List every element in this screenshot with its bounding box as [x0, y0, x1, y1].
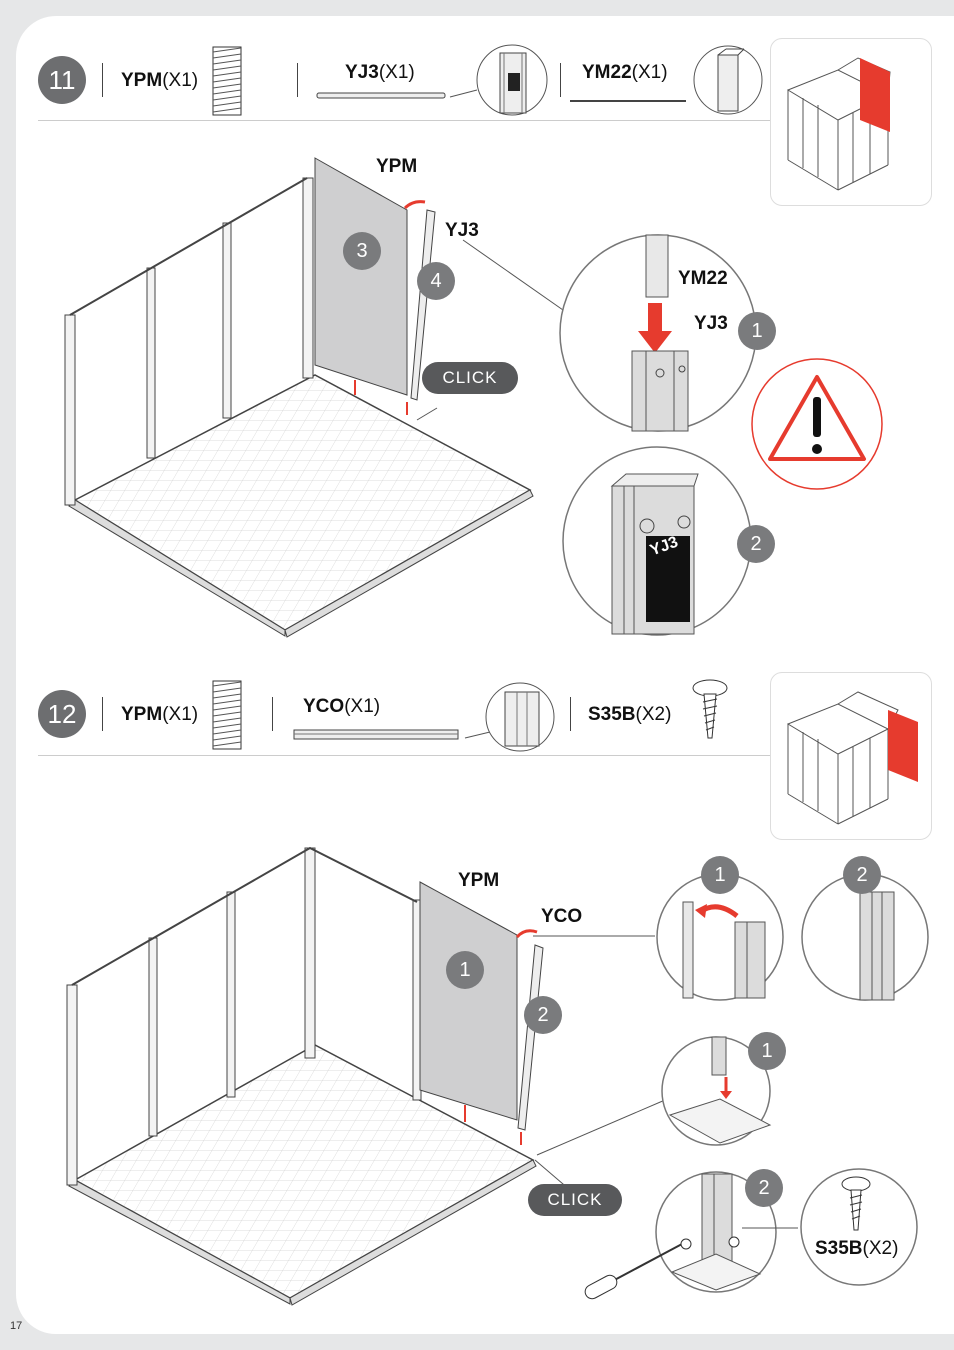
step-badge: 4: [417, 262, 455, 300]
greenhouse-thumbnail: [770, 38, 932, 206]
detail-circle-slide-panel: [656, 873, 784, 1001]
greenhouse-thumbnail-drawing: [786, 691, 918, 825]
highlighted-panel: [888, 710, 918, 782]
step-badge: 3: [343, 232, 381, 270]
page-number: 17: [10, 1320, 23, 1332]
callout-ypm: YPM: [458, 870, 500, 891]
callout-yj3: YJ3: [445, 220, 479, 241]
part-label-ypm: YPM(X1): [121, 704, 199, 725]
step-number-12: 12: [38, 690, 86, 738]
divider: [570, 697, 571, 731]
step12-floor-drawing: [66, 846, 666, 1306]
detail-circle-post-into-base: [661, 1036, 772, 1146]
callout-yj3-detail: YJ3: [694, 313, 728, 334]
ym22-profile-detail-icon: [693, 45, 763, 115]
step11-floor-drawing: [64, 157, 564, 638]
callout-yco: YCO: [541, 906, 583, 927]
divider: [272, 697, 273, 731]
detail-badge: 2: [843, 856, 881, 894]
divider: [38, 755, 773, 756]
screw-icon: [692, 679, 728, 739]
detail-badge: 2: [745, 1169, 783, 1207]
panel-part-icon: [212, 46, 242, 116]
ym22-part-icon: [570, 100, 686, 102]
panel-part-icon: [212, 680, 242, 750]
divider: [560, 63, 561, 97]
yco-post-icon: [293, 729, 459, 740]
warning-icon: [751, 358, 883, 490]
detail-badge: 1: [701, 856, 739, 894]
part-label-yj3: YJ3(X1): [345, 62, 415, 83]
detail-circle-panel-seated: [801, 873, 929, 1001]
detail-circle-ym22-into-yj3: [559, 234, 757, 432]
yj3-profile-detail-icon: [449, 44, 548, 116]
part-label-ypm: YPM(X1): [121, 70, 199, 91]
divider: [38, 120, 773, 121]
screw-label-s35b: S35B(X2): [815, 1238, 899, 1259]
yj3-post-icon: [316, 92, 446, 99]
divider: [102, 63, 103, 97]
detail-circle-screw-fixing: [584, 1171, 798, 1300]
highlighted-panel: [860, 58, 890, 132]
click-label: CLICK: [528, 1184, 622, 1216]
callout-ypm: YPM: [376, 156, 418, 177]
yco-profile-detail-icon: [464, 682, 555, 752]
detail-circle-yj3-sticker: [562, 446, 752, 636]
click-label: CLICK: [422, 362, 518, 394]
callout-ym22: YM22: [678, 268, 728, 289]
detail-badge: 1: [748, 1032, 786, 1070]
step-badge: 2: [524, 996, 562, 1034]
greenhouse-thumbnail-drawing: [786, 57, 891, 191]
detail-badge: 2: [737, 525, 775, 563]
detail-badge: 1: [738, 312, 776, 350]
divider: [297, 63, 298, 97]
part-label-yco: YCO(X1): [303, 696, 381, 717]
step-badge: 1: [446, 951, 484, 989]
step-number-11: 11: [38, 56, 86, 104]
divider: [102, 697, 103, 731]
part-label-s35b: S35B(X2): [588, 704, 672, 725]
detail-circle-s35b-screw: [800, 1168, 918, 1286]
part-label-ym22: YM22(X1): [582, 62, 668, 83]
